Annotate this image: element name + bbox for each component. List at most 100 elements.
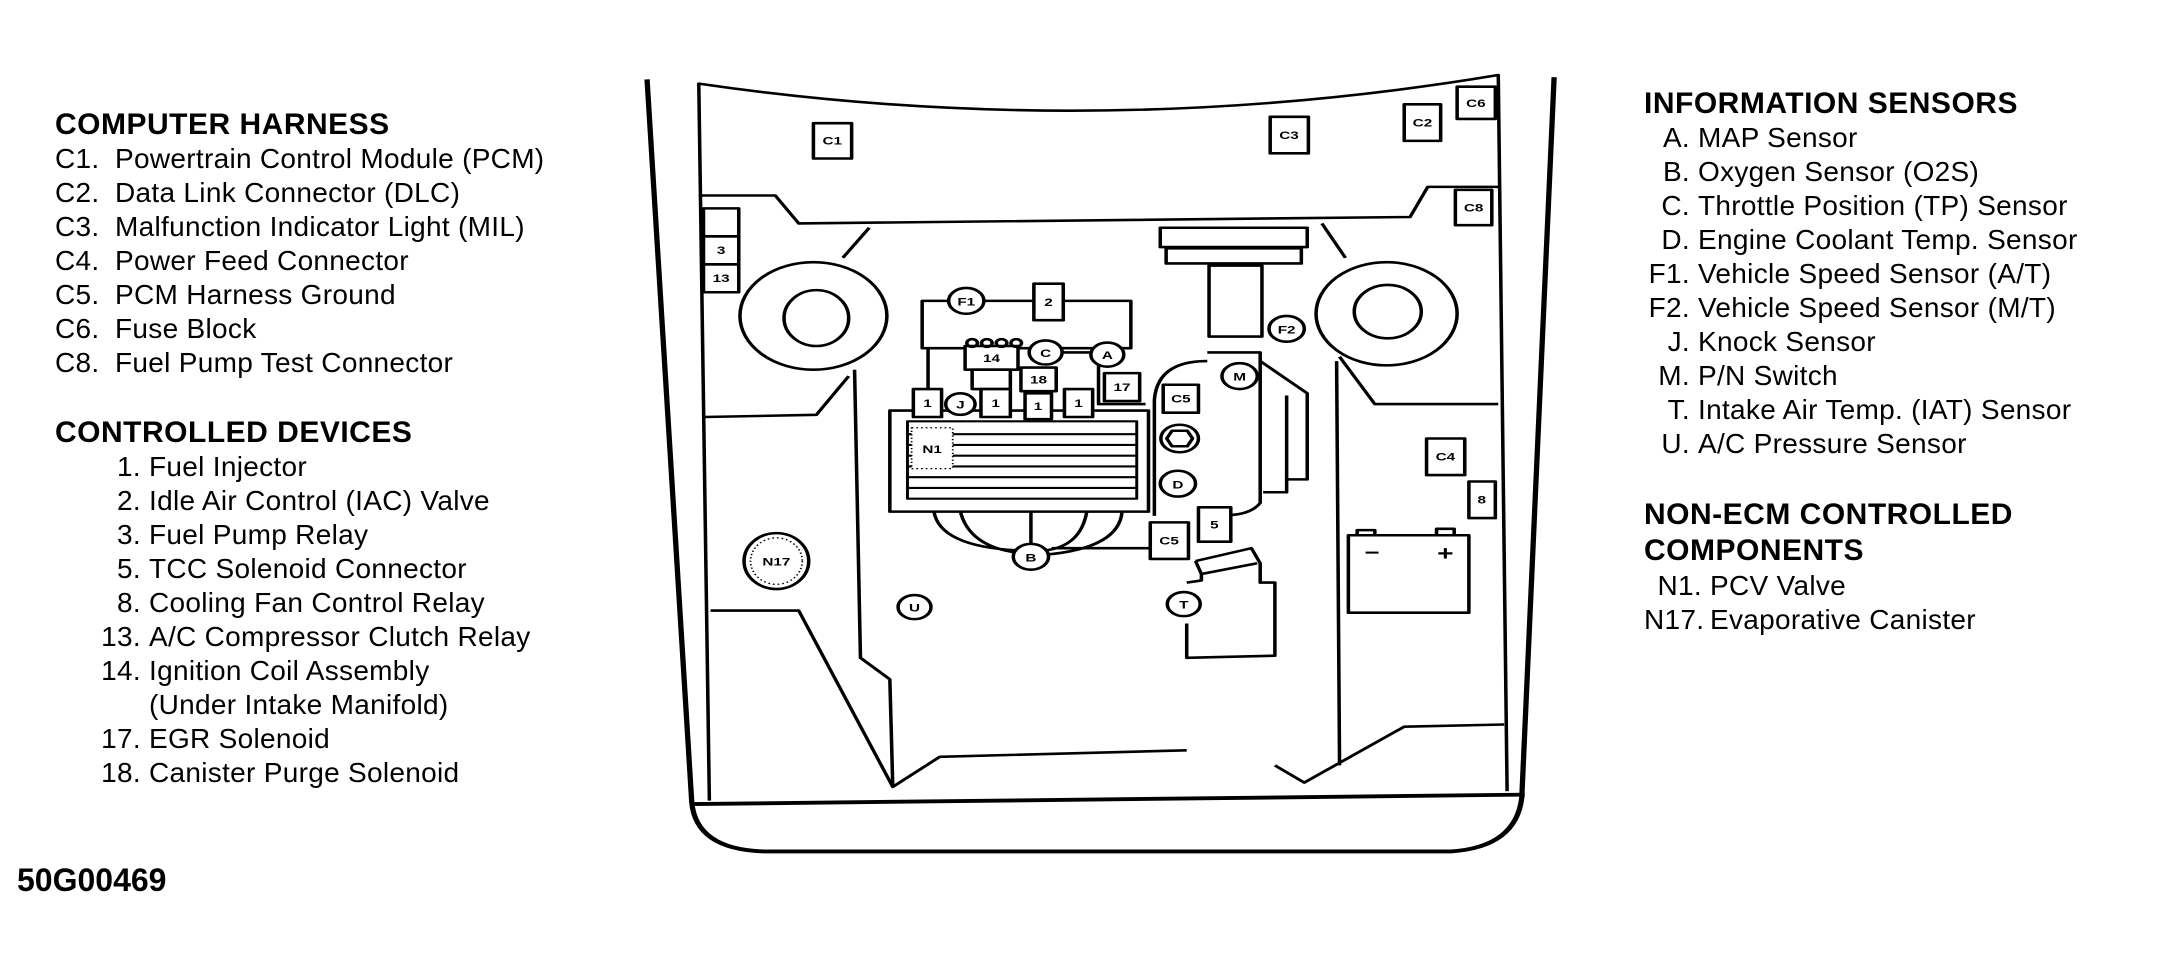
svg-text:C5: C5 <box>1171 393 1191 406</box>
legend-item: C3. Malfunction Indicator Light (MIL) <box>55 210 544 244</box>
legend-item-label: Idle Air Control (IAC) Valve <box>149 485 490 516</box>
bumper-line <box>691 792 1525 807</box>
air-cleaner <box>1158 226 1309 338</box>
legend-item: T.Intake Air Temp. (IAT) Sensor <box>1644 393 2078 427</box>
legend-item-code: 5. <box>117 553 141 584</box>
engine-block <box>1152 351 1309 517</box>
knock-sensor-j: J <box>943 392 977 417</box>
svg-text:3: 3 <box>717 244 726 257</box>
legend-item: C4. Power Feed Connector <box>55 244 544 278</box>
legend-item-code: 17. <box>101 723 141 754</box>
legend-item-code: N17. <box>1644 604 1705 635</box>
inner-panel <box>697 73 1509 801</box>
legend-item-label: Cooling Fan Control Relay <box>149 587 485 618</box>
pn-switch-m: M <box>1220 361 1260 391</box>
figure-code: 50G00469 <box>17 862 167 898</box>
legend-item-code: 3. <box>117 519 141 550</box>
legend-item-code: U. <box>1661 428 1690 459</box>
legend-item-code <box>55 688 149 722</box>
svg-text:8: 8 <box>1478 494 1487 507</box>
connector-c2: C2 <box>1402 103 1443 143</box>
tp-sensor-c: C <box>1027 339 1064 366</box>
relay-3: 3 <box>701 235 741 266</box>
svg-text:A: A <box>1102 349 1113 362</box>
svg-text:C5: C5 <box>1159 535 1179 548</box>
legend-item-code: C3. <box>55 211 100 242</box>
legend-item-label: Fuel Injector <box>149 451 307 482</box>
legend-item-code: 2. <box>117 485 141 516</box>
relay-13: 13 <box>701 263 741 294</box>
legend-item: 14.Ignition Coil Assembly <box>55 654 544 688</box>
svg-text:+: + <box>1437 542 1453 565</box>
cowl-edge <box>698 185 1499 225</box>
legend-item-code: C6. <box>55 313 100 344</box>
left-strut-tower <box>738 260 889 371</box>
legend-item-code: 8. <box>117 587 141 618</box>
legend-item-code: N1. <box>1657 570 1702 601</box>
legend-item: D.Engine Coolant Temp. Sensor <box>1644 223 2078 257</box>
legend-item-label: Canister Purge Solenoid <box>149 757 460 788</box>
svg-text:C8: C8 <box>1464 201 1484 214</box>
connector-c3: C3 <box>1268 115 1311 155</box>
tcc-connector-5: 5 <box>1196 506 1233 544</box>
pcm-ground-c5: C5 <box>1148 521 1191 561</box>
svg-text:1: 1 <box>991 397 1000 410</box>
legend-item-label: P/N Switch <box>1698 360 1838 391</box>
svg-text:C1: C1 <box>822 135 842 148</box>
legend-item-label: PCV Valve <box>1710 570 1847 601</box>
non-ecm-heading-line2: COMPONENTS <box>1644 534 1865 567</box>
legend-item: 8. Cooling Fan Control Relay <box>55 586 544 620</box>
svg-text:C6: C6 <box>1466 97 1486 110</box>
svg-text:B: B <box>1025 551 1036 564</box>
svg-text:18: 18 <box>1030 373 1048 386</box>
svg-text:17: 17 <box>1114 381 1131 394</box>
legend-item: M.P/N Switch <box>1644 359 2078 393</box>
legend-item-label: Powertrain Control Module (PCM) <box>115 143 545 174</box>
legend-item-label: Malfunction Indicator Light (MIL) <box>115 211 525 242</box>
legend-item-label: TCC Solenoid Connector <box>149 553 467 584</box>
legend-item-code: C2. <box>55 177 100 208</box>
legend-item-code: F1. <box>1648 258 1690 289</box>
right-bay-wall <box>1273 222 1505 784</box>
map-sensor-a: A <box>1089 341 1126 368</box>
legend-item-label: Ignition Coil Assembly <box>149 655 430 686</box>
egr-solenoid-17: 17 <box>1102 371 1142 403</box>
vehicle-body-outline <box>644 77 1557 854</box>
legend-item-label: Fuse Block <box>115 313 257 344</box>
legend-item: C1.Powertrain Control Module (PCM) <box>55 142 544 176</box>
legend-item-label: Fuel Pump Test Connector <box>115 347 454 378</box>
coil-base <box>970 368 1013 391</box>
legend-item-label: PCM Harness Ground <box>115 279 396 310</box>
svg-text:13: 13 <box>713 272 730 285</box>
legend-item-label: Engine Coolant Temp. Sensor <box>1698 224 2078 255</box>
harness-loop <box>920 299 1133 350</box>
air-intake-duct <box>1184 546 1277 660</box>
battery: − + <box>1346 527 1471 614</box>
legend-item-label: A/C Pressure Sensor <box>1698 428 1967 459</box>
legend-item: A. MAP Sensor <box>1644 121 2078 155</box>
legend-item-label: Data Link Connector (DLC) <box>115 177 461 208</box>
legend-item-label: (Under Intake Manifold) <box>149 689 449 720</box>
svg-text:−: − <box>1364 542 1379 564</box>
legend-item-label: Vehicle Speed Sensor (M/T) <box>1698 292 2056 323</box>
coolant-outlet <box>1159 423 1201 454</box>
canister-purge-solenoid-18: 18 <box>1019 366 1058 393</box>
legend-item-code: C8. <box>55 347 100 378</box>
legend-item-label: Power Feed Connector <box>115 245 409 276</box>
legend-item-code: C4. <box>55 245 100 276</box>
svg-text:1: 1 <box>1034 400 1043 413</box>
legend-item-code: A. <box>1662 122 1690 153</box>
svg-text:5: 5 <box>1210 518 1219 531</box>
legend-item: 2. Idle Air Control (IAC) Valve <box>55 484 544 518</box>
legend-item: C2. Data Link Connector (DLC) <box>55 176 544 210</box>
legend-item-label: A/C Compressor Clutch Relay <box>149 621 531 652</box>
exhaust-manifold <box>932 511 1151 556</box>
legend-item: U. A/C Pressure Sensor <box>1644 427 2078 461</box>
right-strut-tower <box>1314 260 1459 367</box>
legend-item-code: C. <box>1661 190 1690 221</box>
legend-item-label: MAP Sensor <box>1698 122 1858 153</box>
legend-item: J.Knock Sensor <box>1644 325 2078 359</box>
legend-item: N1. PCV Valve <box>1644 569 2078 603</box>
